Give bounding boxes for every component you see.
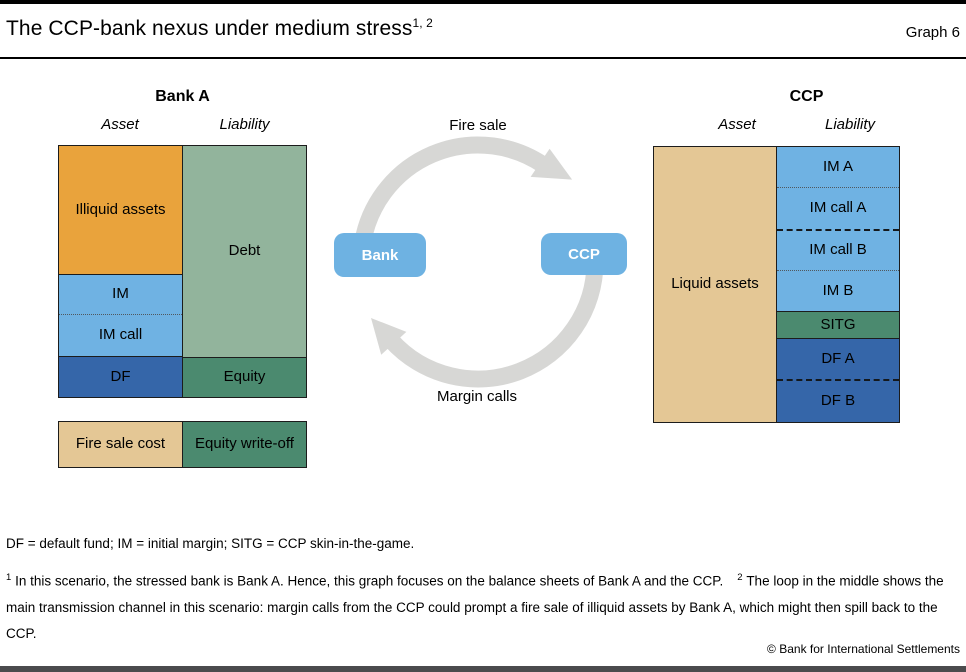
ccp-asset-column: Liquid assets bbox=[654, 147, 777, 422]
cell-im-b: IM B bbox=[777, 271, 899, 312]
cycle-top-arc bbox=[354, 136, 549, 244]
cell-liquid-assets: Liquid assets bbox=[654, 147, 776, 422]
graph-number-label: Graph 6 bbox=[905, 24, 960, 41]
copyright-notice: © Bank for International Settlements bbox=[767, 642, 960, 656]
cell-fire-sale-cost: Fire sale cost bbox=[59, 422, 183, 467]
figure-title: The CCP-bank nexus under medium stress1,… bbox=[6, 16, 433, 41]
footnote-1-marker: 1 bbox=[6, 572, 12, 583]
cell-im-call: IM call bbox=[59, 315, 182, 357]
bank-a-balance-sheet: Illiquid assets IM IM call DF Debt Equit… bbox=[58, 145, 307, 398]
cell-sitg: SITG bbox=[777, 312, 899, 339]
bank-a-liability-column: Debt Equity bbox=[183, 146, 306, 397]
ccp-balance-sheet: Liquid assets IM A IM call A IM call B I… bbox=[653, 146, 900, 423]
top-rule-bar bbox=[0, 0, 966, 4]
cell-df-a: DF A bbox=[777, 339, 899, 381]
ccp-title: CCP bbox=[789, 88, 824, 105]
cell-im-a: IM A bbox=[777, 147, 899, 188]
cycle-bottom-arrowhead bbox=[371, 318, 407, 355]
cell-df: DF bbox=[59, 357, 182, 397]
cell-im: IM bbox=[59, 275, 182, 315]
margin-calls-label: Margin calls bbox=[436, 388, 518, 405]
cell-illiquid-assets: Illiquid assets bbox=[59, 146, 182, 275]
fire-sale-label: Fire sale bbox=[449, 117, 507, 134]
ccp-node: CCP bbox=[541, 233, 627, 275]
abbreviations-line: DF = default fund; IM = initial margin; … bbox=[6, 536, 415, 551]
title-divider-rule bbox=[0, 57, 966, 59]
ccp-liability-column: IM A IM call A IM call B IM B SITG DF A … bbox=[777, 147, 899, 422]
cell-equity: Equity bbox=[183, 358, 306, 397]
ccp-liability-header: Liability bbox=[824, 116, 876, 133]
cell-im-call-b: IM call B bbox=[777, 231, 899, 271]
footnote-1-text: In this scenario, the stressed bank is B… bbox=[15, 573, 724, 589]
bank-a-asset-column: Illiquid assets IM IM call DF bbox=[59, 146, 183, 397]
cycle-top-arrowhead bbox=[530, 148, 573, 180]
footnote-2-text: The loop in the middle shows the main tr… bbox=[6, 573, 944, 641]
bank-a-title: Bank A bbox=[155, 88, 210, 105]
bank-a-asset-header: Asset bbox=[101, 116, 139, 133]
ccp-asset-header: Asset bbox=[718, 116, 756, 133]
cell-equity-write-off: Equity write-off bbox=[183, 422, 306, 467]
bank-a-liability-header: Liability bbox=[219, 116, 270, 133]
cell-debt: Debt bbox=[183, 146, 306, 358]
footnote-paragraph: 1 In this scenario, the stressed bank is… bbox=[6, 565, 960, 647]
cycle-bottom-arc bbox=[384, 261, 604, 388]
cycle-arrows-graphic bbox=[354, 136, 604, 388]
bank-node: Bank bbox=[334, 233, 426, 277]
cell-im-call-a: IM call A bbox=[777, 188, 899, 231]
footnote-2-marker: 2 bbox=[737, 572, 743, 583]
figure-title-superscript: 1, 2 bbox=[412, 16, 433, 30]
bottom-rule-bar bbox=[0, 666, 966, 672]
bank-a-loss-row: Fire sale cost Equity write-off bbox=[58, 421, 307, 468]
figure-title-text: The CCP-bank nexus under medium stress bbox=[6, 17, 413, 40]
cell-df-b: DF B bbox=[777, 381, 899, 422]
